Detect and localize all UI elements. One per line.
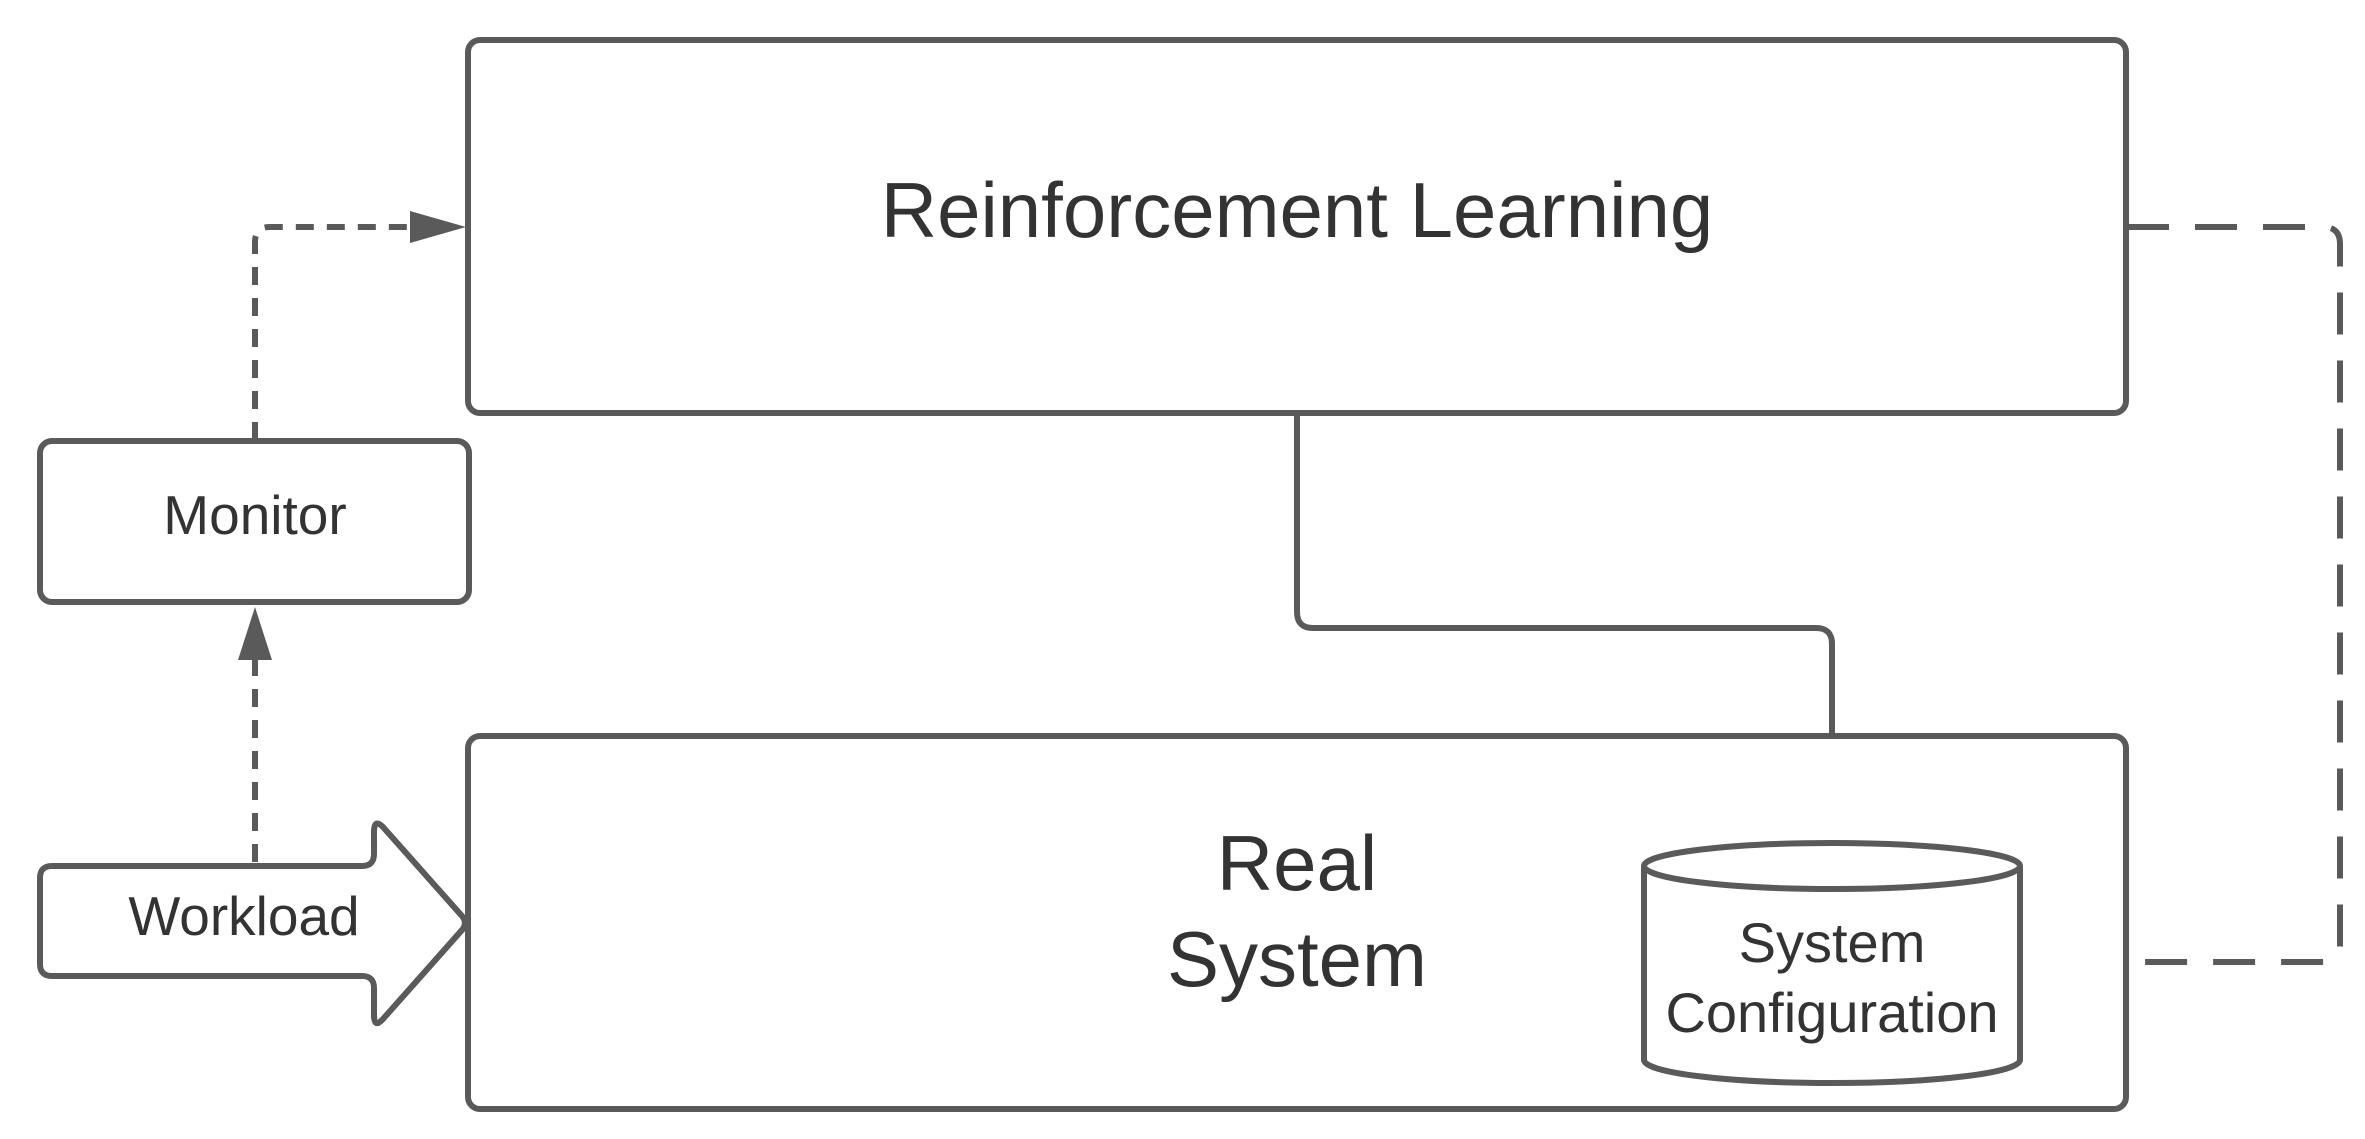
reinforcement-learning-label: Reinforcement Learning xyxy=(881,166,1713,254)
edge-monitor-to-reinforcement-learning xyxy=(252,211,466,440)
node-system-configuration: System Configuration xyxy=(1641,840,2023,1086)
node-monitor: Monitor xyxy=(37,438,472,605)
cylinder-top xyxy=(1641,840,2023,892)
node-workload: Workload xyxy=(37,820,468,1027)
edge-workload-to-monitor xyxy=(238,607,272,862)
monitor-label: Monitor xyxy=(163,484,346,546)
node-reinforcement-learning: Reinforcement Learning xyxy=(465,37,2129,416)
arrowhead-right-icon xyxy=(410,211,466,243)
real-system-label-line2: System xyxy=(1167,915,1427,1003)
system-configuration-label-line1: System xyxy=(1739,911,1926,974)
workload-label: Workload xyxy=(128,885,359,947)
real-system-label-line1: Real xyxy=(1217,819,1377,907)
system-configuration-label-line2: Configuration xyxy=(1665,981,1998,1044)
arrowhead-up-icon xyxy=(238,607,272,660)
block-arrow-icon xyxy=(37,820,468,1027)
